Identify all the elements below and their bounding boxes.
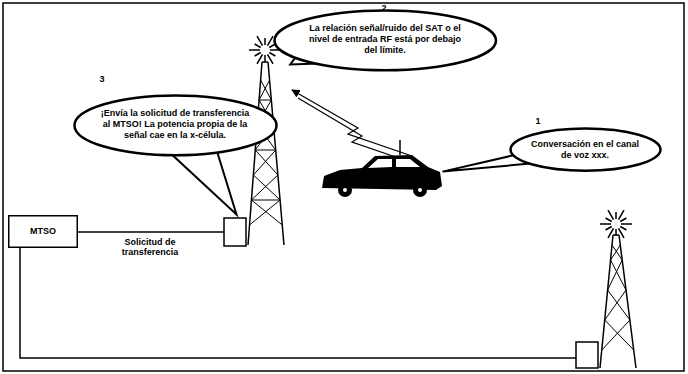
radio-link <box>292 90 412 156</box>
trunk-wire <box>20 248 576 358</box>
bubble-outline <box>510 129 660 171</box>
callout-number: 3 <box>96 74 108 84</box>
wire-label: Solicitud de transferencia <box>100 237 200 257</box>
speech-bubble: La relación señal/ruido del SAT o el niv… <box>273 9 498 72</box>
bubble-outline <box>74 95 276 155</box>
node-text: MTSO <box>13 226 73 237</box>
callout-number: 2 <box>378 3 390 13</box>
base-station-box <box>224 218 246 246</box>
node-text: Conversación en el canal de voz xxx. <box>530 139 640 161</box>
box-outline <box>9 216 78 248</box>
car-icon <box>322 140 442 197</box>
frame <box>3 3 684 371</box>
speech-bubble: ¡Envía la solicitud de transferencia al … <box>73 94 278 157</box>
base-station-box <box>576 342 598 368</box>
bubble-outline <box>274 10 496 70</box>
radio-link <box>298 98 416 164</box>
antenna-tower <box>600 210 636 368</box>
bubble-tail <box>169 149 236 214</box>
node-text: ¡Envía la solicitud de transferencia al … <box>100 108 250 141</box>
speech-bubble: Conversación en el canal de voz xxx. <box>509 127 662 172</box>
switch-box: MTSO <box>8 215 78 248</box>
node-text: La relación señal/ruido del SAT o el niv… <box>303 23 468 56</box>
callout-number: 1 <box>532 116 544 126</box>
request-wire <box>68 231 224 233</box>
